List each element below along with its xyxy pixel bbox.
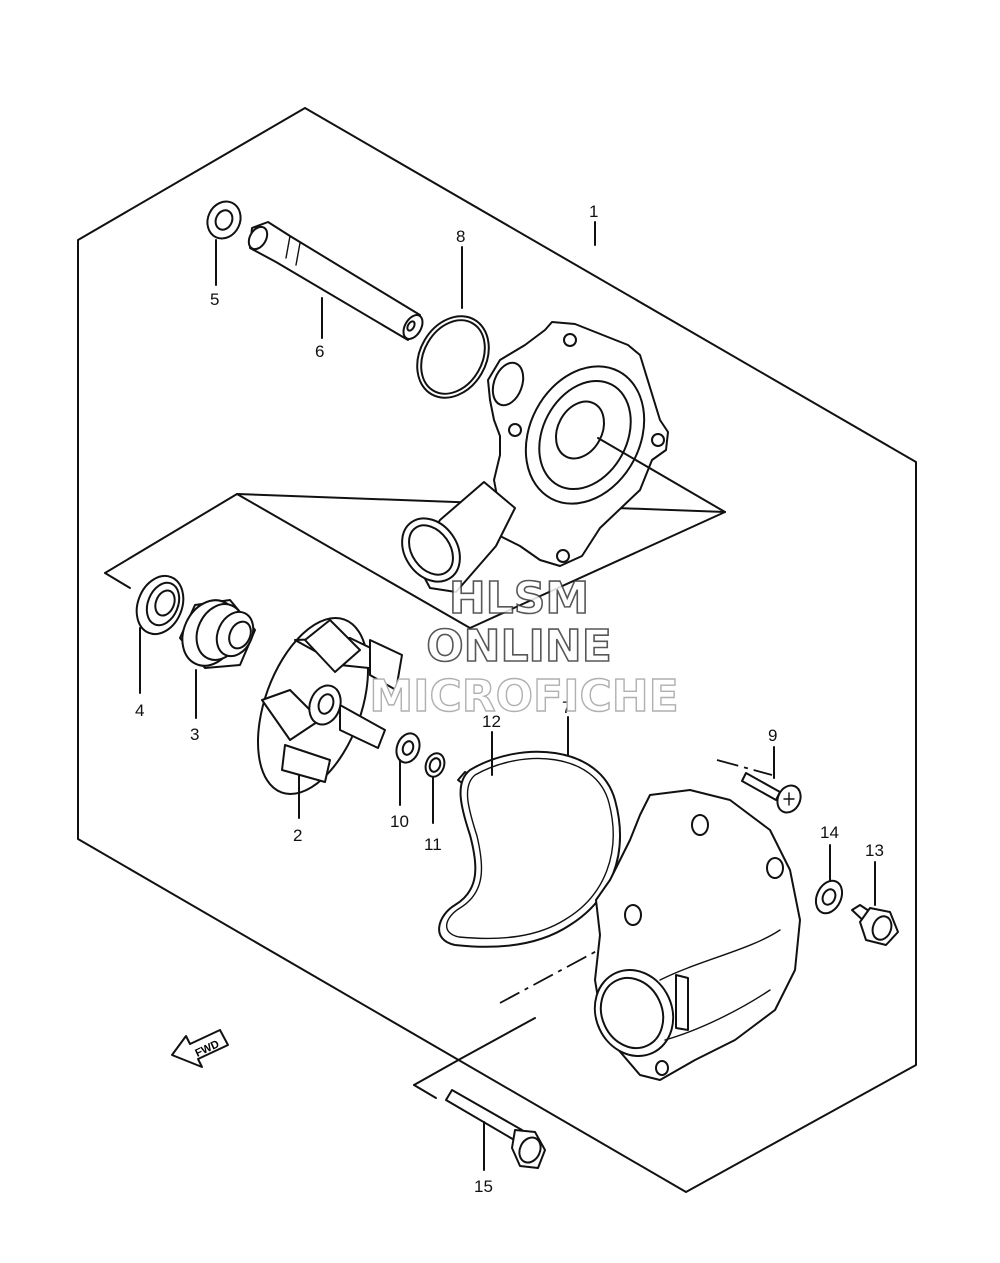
watermark-line-2: ONLINE xyxy=(426,621,612,672)
sub-outline-upper-d xyxy=(469,511,726,629)
fwd-arrow: FWD xyxy=(171,1029,229,1068)
callout-3: 3 xyxy=(190,725,199,744)
watermark-line-3: MICROFICHE xyxy=(369,671,678,722)
centerline-bolt9 xyxy=(716,759,773,776)
callout-5: 5 xyxy=(210,290,219,309)
callout-13: 13 xyxy=(865,841,884,860)
washer-part-14 xyxy=(814,879,844,915)
callout-4: 4 xyxy=(135,701,144,720)
sub-outline-lower xyxy=(413,1017,536,1086)
bolt-part-13 xyxy=(851,904,899,946)
callout-12: 12 xyxy=(482,712,501,731)
washer-part-11 xyxy=(424,752,446,778)
impeller-part-2 xyxy=(257,617,403,795)
callout-1: 1 xyxy=(589,202,598,221)
sub-outline-upper-b xyxy=(104,572,131,589)
seal-part-4 xyxy=(135,574,185,636)
centerline-cover xyxy=(499,924,646,1004)
washer-part-5 xyxy=(206,200,242,240)
callout-8: 8 xyxy=(456,227,465,246)
gasket-part-7 xyxy=(438,750,621,948)
bolt-part-9 xyxy=(741,772,802,814)
washer-part-10 xyxy=(395,732,421,764)
callout-6: 6 xyxy=(315,342,324,361)
callout-7: 7 xyxy=(562,698,571,717)
callout-10: 10 xyxy=(390,812,409,831)
watermark-line-1: HLSM xyxy=(449,573,589,624)
pump-cover xyxy=(593,789,801,1081)
shaft-part-6 xyxy=(247,221,424,341)
callout-14: 14 xyxy=(820,823,839,842)
callout-15: 15 xyxy=(474,1177,493,1196)
oring-part-8 xyxy=(416,315,490,399)
sub-outline-upper-c xyxy=(236,493,471,629)
callout-9: 9 xyxy=(768,726,777,745)
pump-housing-part-1 xyxy=(401,321,726,593)
assembly-outline xyxy=(77,107,917,1193)
mechanical-seal-part-3 xyxy=(179,599,256,669)
callout-2: 2 xyxy=(293,826,302,845)
sub-outline-lower-b xyxy=(413,1084,437,1099)
callout-11: 11 xyxy=(424,835,442,854)
bolt-part-15 xyxy=(445,1089,546,1169)
